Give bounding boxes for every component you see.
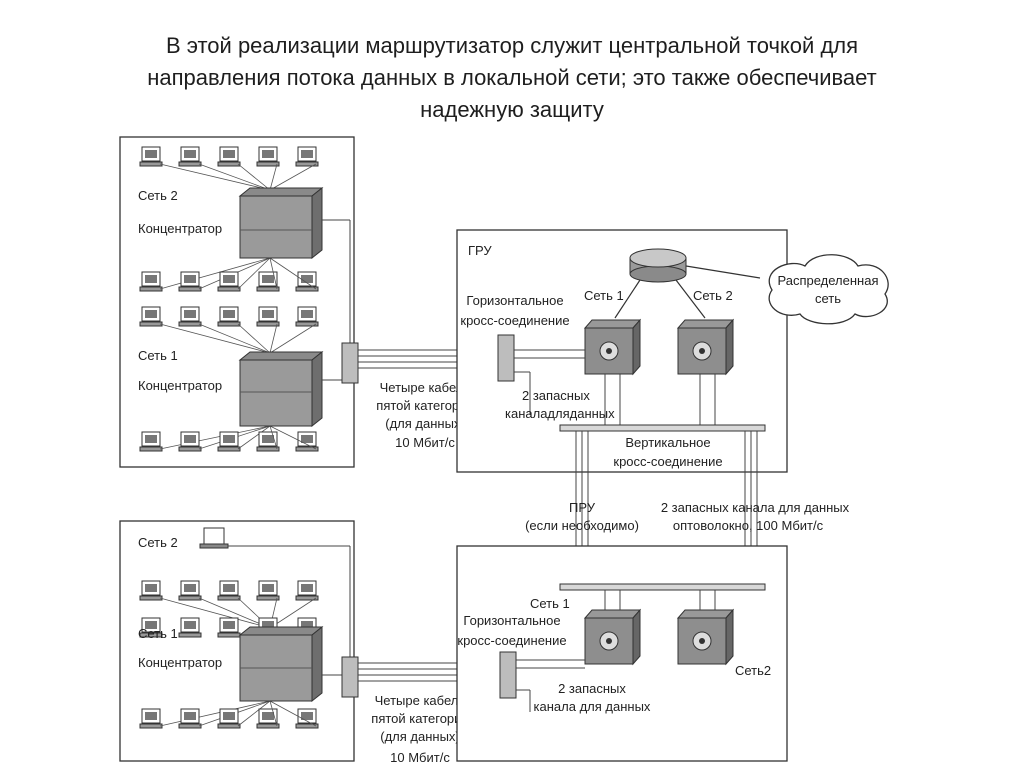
computer-icon (217, 271, 241, 292)
pru-label-2: (если необходимо) (525, 518, 639, 533)
gru-net2-label: Сеть 2 (693, 288, 733, 303)
computer-row (139, 425, 319, 452)
computer-icon (217, 617, 241, 638)
computer-icon (295, 580, 319, 601)
computer-icon (217, 306, 241, 327)
computer-icon (139, 617, 163, 638)
computer-icon (256, 306, 280, 327)
top-hub2-label: Концентратор (138, 221, 222, 236)
bottom-net2-label: Сеть 2 (138, 535, 178, 550)
bottom-cables-label-1: Четыре кабеля (375, 693, 466, 708)
computer-icon (139, 580, 163, 601)
hub-device (238, 625, 324, 703)
top-cables-label-3: (для данных) (385, 416, 465, 431)
computer-icon (256, 271, 280, 292)
pru-spare-1: 2 запасных (558, 681, 626, 696)
gru-net1-label: Сеть 1 (584, 288, 624, 303)
horizontal-cross-panel (497, 334, 515, 382)
fiber-label-1: 2 запасных канала для данных (661, 500, 850, 515)
distributed-net-label-1: Распределенная (777, 273, 878, 288)
pru-horizontal-2: кросс-соединение (457, 633, 566, 648)
computer-icon (178, 306, 202, 327)
cloud-icon (768, 254, 889, 325)
computer-icon (178, 580, 202, 601)
computer-icon (295, 708, 319, 729)
computer-row (139, 306, 319, 354)
computer-icon (178, 431, 202, 452)
computer-icon (178, 271, 202, 292)
fiber-label-2: оптоволокно, 100 Мбит/с (673, 518, 824, 533)
computer-icon (139, 146, 163, 167)
switch-icon (676, 608, 735, 666)
computer-icon (217, 431, 241, 452)
gru-horizontal-1: Горизонтальное (466, 293, 563, 308)
laptop-icon (199, 527, 229, 549)
computer-icon (256, 580, 280, 601)
switch-icon (583, 318, 642, 376)
pru-net2-label: Сеть2 (735, 663, 771, 678)
computer-icon (178, 617, 202, 638)
pru-horizontal-1: Горизонтальное (463, 613, 560, 628)
title-line-3: надежную защиту (420, 97, 604, 122)
computer-icon (139, 271, 163, 292)
top-net2-label: Сеть 2 (138, 188, 178, 203)
gru-label: ГРУ (468, 243, 492, 258)
top-cables-label-1: Четыре кабеля (380, 380, 471, 395)
pru-net1-label: Сеть 1 (530, 596, 570, 611)
router-icon (629, 248, 687, 283)
gru-horizontal-2: кросс-соединение (460, 313, 569, 328)
patch-panel (341, 656, 359, 698)
vertical-cross-label-1: Вертикальное (625, 435, 710, 450)
computer-icon (295, 306, 319, 327)
computer-icon (256, 431, 280, 452)
vertical-cross-bar (559, 424, 766, 432)
computer-row (139, 146, 319, 191)
bottom-cables-label-4: 10 Мбит/с (390, 750, 450, 765)
vertical-cross-label-2: кросс-соединение (613, 454, 722, 469)
top-hub1-label: Концентратор (138, 378, 222, 393)
computer-icon (178, 146, 202, 167)
computer-icon (217, 708, 241, 729)
computer-icon (217, 580, 241, 601)
title-line-2: направления потока данных в локальной се… (147, 65, 877, 90)
computer-icon (139, 708, 163, 729)
gru-spare-2: каналадляданных (505, 406, 615, 421)
top-cables-label-4: 10 Мбит/с (395, 435, 455, 450)
top-net1-label: Сеть 1 (138, 348, 178, 363)
pru-label-1: ПРУ (569, 500, 596, 515)
switch-icon (583, 608, 642, 666)
patch-panel (341, 342, 359, 384)
hub-device (238, 350, 324, 428)
pru-spare-2: канала для данных (534, 699, 651, 714)
bottom-cables-label-3: (для данных) (380, 729, 460, 744)
computer-icon (139, 306, 163, 327)
title-line-1: В этой реализации маршрутизатор служит ц… (165, 33, 859, 58)
computer-icon (256, 146, 280, 167)
slide-title: В этой реализации маршрутизатор служит ц… (40, 30, 984, 126)
hub-device (238, 186, 324, 260)
computer-icon (178, 708, 202, 729)
bottom-net1-label: Сеть 1 (138, 626, 178, 641)
pru-cross-bar (559, 583, 766, 591)
distributed-net-label-2: сеть (815, 291, 841, 306)
bottom-cables-label-2: пятой категории (371, 711, 468, 726)
computer-icon (295, 271, 319, 292)
computer-row (139, 700, 319, 729)
gru-spare-1: 2 запасных (522, 388, 590, 403)
switch-icon (676, 318, 735, 376)
computer-icon (217, 146, 241, 167)
computer-icon (295, 146, 319, 167)
top-cables-label-2: пятой категории (376, 398, 473, 413)
computer-row (139, 257, 319, 292)
computer-icon (256, 708, 280, 729)
pru-horizontal-panel (499, 651, 517, 699)
computer-icon (139, 431, 163, 452)
bottom-hub1-label: Концентратор (138, 655, 222, 670)
